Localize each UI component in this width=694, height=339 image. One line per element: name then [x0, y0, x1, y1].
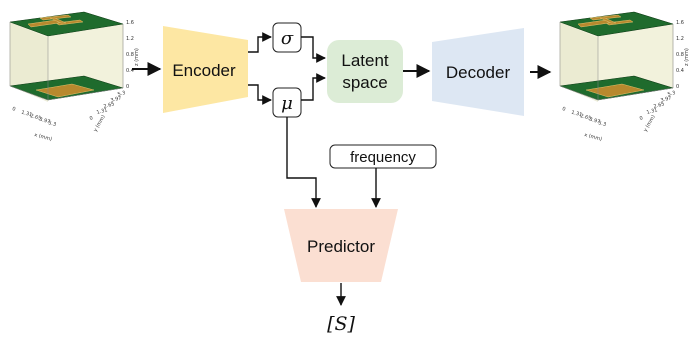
encoder-label: Encoder [172, 61, 236, 80]
z-tick-label: 1.2 [126, 36, 134, 42]
encoder-branch-connectors [248, 32, 272, 105]
z-axis-label: z (mm) [134, 48, 140, 66]
latent-label-line1: Latent [341, 51, 389, 70]
input-pcb-model [9, 11, 124, 102]
mu-label: μ [281, 93, 293, 114]
x-tick-label: 0 [11, 106, 16, 113]
frequency-box [329, 144, 437, 169]
y-tick-label: 3.97 [660, 95, 672, 104]
x-tick-label: 1.31 [20, 110, 32, 119]
x-axis-label: x (mm) [583, 132, 602, 143]
y-tick-label: 3.97 [110, 95, 122, 104]
output-h-antenna [577, 14, 634, 28]
x-tick-label: 5.3 [597, 120, 606, 128]
z-tick-label: 0.8 [126, 52, 134, 58]
y-tick-label: 0 [639, 115, 644, 122]
y-tick-label: 2.65 [653, 101, 665, 110]
arrow-mu-to-predictor [286, 117, 321, 208]
y-axis-label: y (mm) [93, 114, 107, 133]
output-s-label: [S] [327, 313, 355, 335]
y-tick-label: 5.3 [117, 90, 126, 98]
latent-input-connectors [301, 36, 326, 101]
z-tick-label: 0.4 [676, 68, 684, 74]
z-tick-label: 0 [126, 84, 129, 90]
y-tick-label: 1.31 [646, 107, 658, 116]
y-tick-label: 2.65 [103, 101, 115, 110]
decoder-label: Decoder [446, 63, 511, 82]
z-tick-label: 1.2 [676, 36, 684, 42]
frequency-label: frequency [350, 149, 416, 166]
x-tick-label: 2.65 [29, 113, 41, 122]
x-tick-label: 3.97 [588, 117, 600, 126]
z-tick-label: 0.8 [676, 52, 684, 58]
x-tick-label: 5.3 [47, 120, 56, 128]
input-h-antenna [27, 14, 84, 28]
output-pcb-model [559, 11, 674, 102]
y-tick-label: 0 [89, 115, 94, 122]
predictor-label: Predictor [307, 237, 375, 256]
output-ground-patch [585, 83, 645, 98]
y-tick-label: 1.31 [96, 107, 108, 116]
x-axis-label: x (mm) [33, 132, 52, 143]
latent-space-block [327, 40, 403, 103]
predictor-block [284, 209, 398, 282]
z-tick-label: 1.6 [126, 20, 134, 26]
z-tick-label: 0 [676, 84, 679, 90]
decoder-block [432, 28, 524, 116]
encoder-block [163, 26, 248, 113]
sigma-label: σ [281, 28, 294, 49]
x-tick-label: 2.65 [579, 113, 591, 122]
latent-label-line2: space [342, 73, 387, 92]
y-axis-label: y (mm) [643, 114, 657, 133]
x-tick-label: 3.97 [38, 117, 50, 126]
z-tick-label: 0.4 [126, 68, 134, 74]
x-tick-label: 1.31 [570, 110, 582, 119]
z-axis-label: z (mm) [684, 48, 690, 66]
y-tick-label: 5.3 [667, 90, 676, 98]
z-tick-label: 1.6 [676, 20, 684, 26]
input-ground-patch [35, 83, 95, 98]
x-tick-label: 0 [561, 106, 566, 113]
